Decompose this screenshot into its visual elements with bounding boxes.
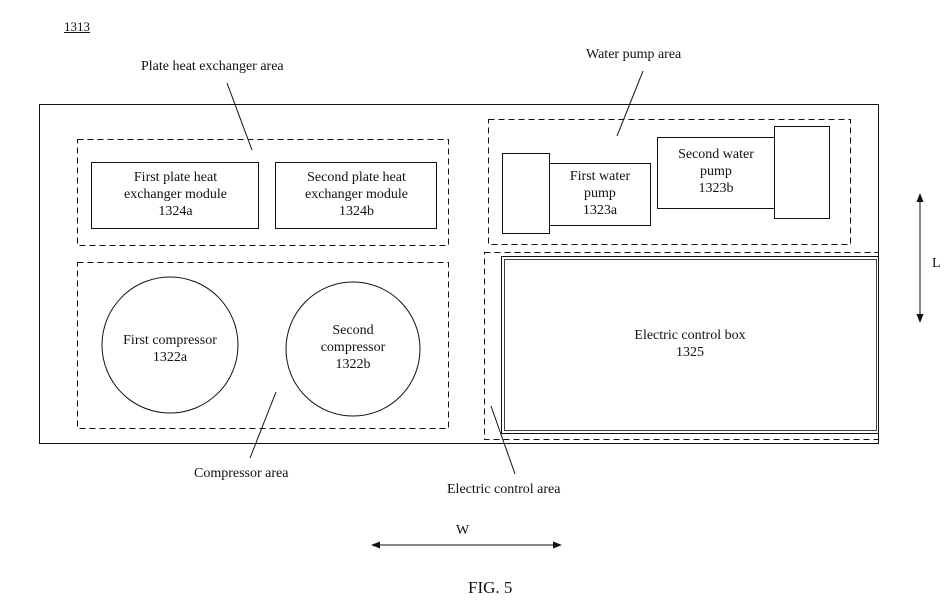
plate-hx-2-id: 1324b: [276, 203, 437, 220]
control-box-line1: Electric control box: [590, 327, 790, 344]
figure-ref-number: 1313: [64, 18, 90, 35]
water-pump-area-label: Water pump area: [586, 46, 681, 63]
plate-hx-2-line2: exchanger module: [276, 186, 437, 203]
compressor-area-label: Compressor area: [194, 465, 288, 482]
compressor-2-id: 1322b: [286, 356, 420, 373]
control-box-id: 1325: [590, 344, 790, 361]
compressor-1-line1: First compressor: [102, 332, 238, 349]
compressor-1-id: 1322a: [102, 349, 238, 366]
pump-2-line2: pump: [658, 163, 774, 180]
width-label: W: [456, 522, 469, 539]
electric-control-area-label: Electric control area: [447, 481, 560, 498]
plate-hx-1-label: First plate heat exchanger module 1324a: [92, 169, 259, 220]
control-box-label: Electric control box 1325: [590, 327, 790, 361]
pump-2-id: 1323b: [658, 180, 774, 197]
plate-hx-1-line1: First plate heat: [92, 169, 259, 186]
pump-1-motor: [503, 154, 550, 234]
pump-1-line2: pump: [550, 185, 650, 202]
plate-hx-1-line2: exchanger module: [92, 186, 259, 203]
plate-hx-2-label: Second plate heat exchanger module 1324b: [276, 169, 437, 220]
compressor-2-line1: Second: [286, 322, 420, 339]
compressor-2-label: Second compressor 1322b: [286, 322, 420, 373]
pump-2-motor: [775, 127, 830, 219]
pump-1-label: First water pump 1323a: [550, 168, 650, 219]
pump-1-line1: First water: [550, 168, 650, 185]
compressor-area-leader: [250, 392, 276, 458]
pump-2-label: Second water pump 1323b: [658, 146, 774, 197]
plate-hx-area-label: Plate heat exchanger area: [141, 58, 284, 75]
plate-hx-2-line1: Second plate heat: [276, 169, 437, 186]
water-pump-area-leader: [617, 71, 643, 136]
compressor-1-label: First compressor 1322a: [102, 332, 238, 366]
figure-caption: FIG. 5: [468, 578, 512, 598]
length-label: L: [932, 255, 941, 272]
compressor-2-line2: compressor: [286, 339, 420, 356]
pump-1-id: 1323a: [550, 202, 650, 219]
plate-hx-1-id: 1324a: [92, 203, 259, 220]
pump-2-line1: Second water: [658, 146, 774, 163]
